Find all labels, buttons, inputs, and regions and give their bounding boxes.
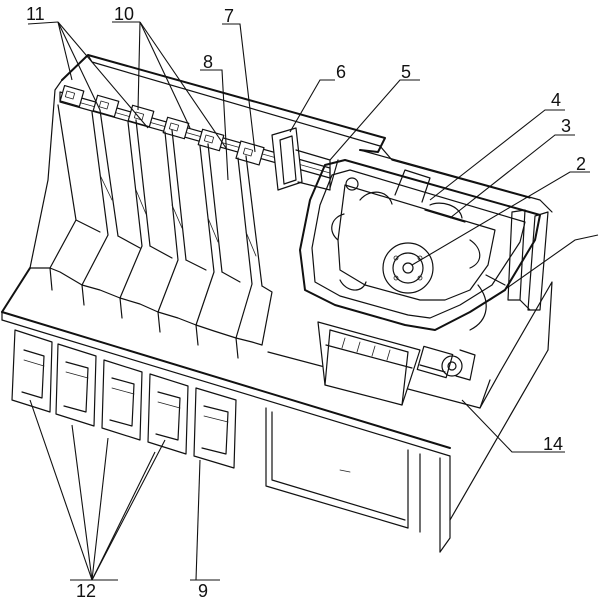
side-plate	[449, 281, 553, 521]
vertical-plate-part	[271, 127, 331, 191]
collection-bins	[11, 329, 237, 469]
callout-7: 7	[224, 6, 234, 26]
callout-8: 8	[203, 52, 213, 72]
callout-9: 9	[198, 581, 208, 600]
callout-10: 10	[114, 4, 134, 24]
support-frame	[265, 407, 451, 553]
callout-4: 4	[551, 90, 561, 110]
chute-lips	[29, 267, 263, 359]
leader-lines	[27, 21, 599, 581]
hopper-assembly	[299, 159, 549, 331]
callout-14: 14	[543, 434, 563, 454]
chutes	[49, 104, 273, 346]
callout-2: 2	[576, 154, 586, 174]
callout-11: 11	[26, 4, 45, 24]
callout-6: 6	[336, 62, 346, 82]
callout-12: 12	[76, 581, 96, 600]
callout-3: 3	[561, 116, 571, 136]
callout-5: 5	[401, 62, 411, 82]
hopper-disc	[382, 242, 434, 294]
callout-labels: 11 10 7 8 6 5 4 3 2 14 12 9	[26, 4, 586, 600]
discharge-funnel	[317, 321, 476, 406]
